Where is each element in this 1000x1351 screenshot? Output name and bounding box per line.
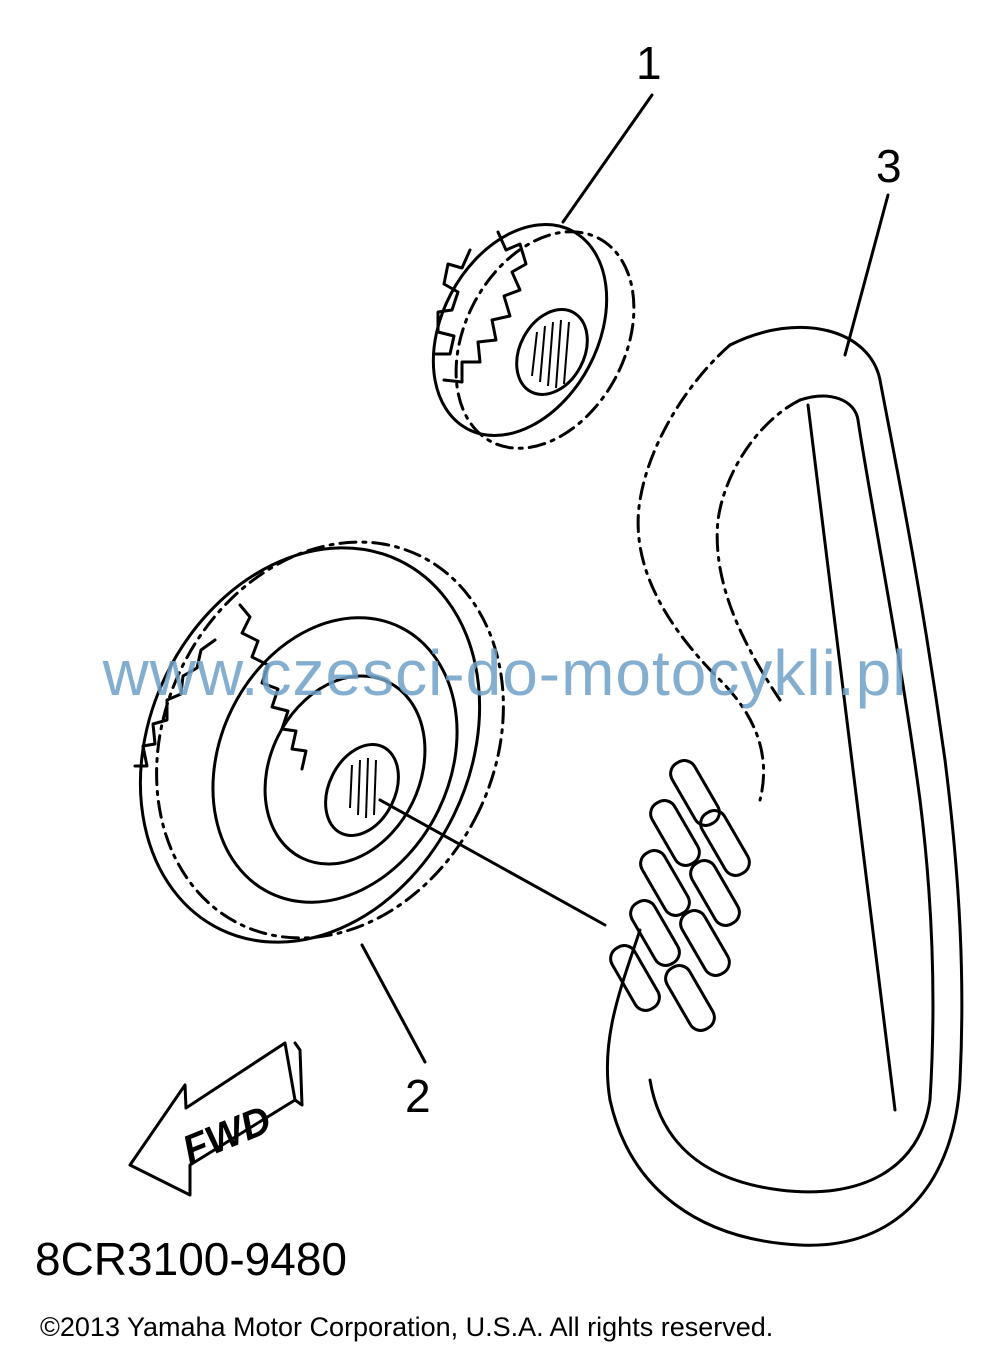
fwd-arrow: FWD xyxy=(128,1041,304,1197)
leader-line-1 xyxy=(561,93,654,224)
large-sprocket xyxy=(133,540,505,944)
drive-chain xyxy=(605,325,964,1247)
watermark-url: www.czesci-do-motocykli.pl xyxy=(102,637,908,709)
leader-line-3 xyxy=(843,193,890,357)
copyright-notice: ©2013 Yamaha Motor Corporation, U.S.A. A… xyxy=(40,1312,774,1342)
callout-part-2: 2 xyxy=(405,1070,431,1122)
callout-part-3: 3 xyxy=(876,140,902,192)
fwd-arrow-label: FWD xyxy=(176,1098,277,1173)
leader-line-chain xyxy=(378,798,607,927)
small-sprocket xyxy=(431,223,636,450)
diagram-part-number: 8CR3100-9480 xyxy=(35,1233,348,1285)
callout-part-1: 1 xyxy=(636,37,662,89)
leader-line-2 xyxy=(360,943,427,1064)
chain-links xyxy=(609,759,751,1032)
